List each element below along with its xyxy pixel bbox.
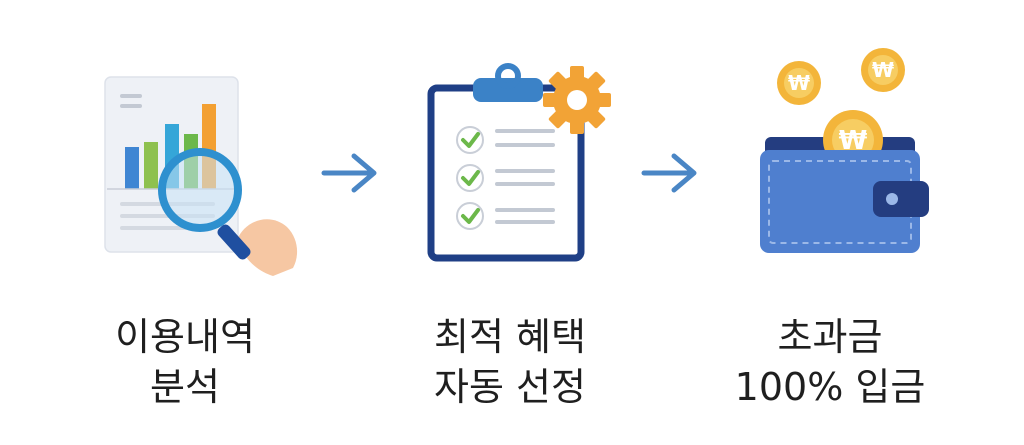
step-caption-line1: 초과금 [777, 315, 883, 359]
step-caption-line2: 100% 입금 [734, 365, 926, 409]
arrow-right-icon [320, 148, 380, 198]
coin-currency-symbol: ₩ [872, 58, 894, 82]
step-caption-line2: 분석 [150, 365, 220, 409]
step-caption-line2: 자동 선정 [434, 365, 586, 409]
coin-currency-symbol: ₩ [788, 71, 810, 95]
clipboard-gear-checklist-icon [425, 62, 625, 267]
step-caption-selection: 최적 혜택 자동 선정 [360, 312, 660, 412]
arrow-right-icon [640, 148, 700, 198]
step-caption-line1: 이용내역 [115, 315, 255, 359]
report-magnifier-icon [95, 72, 315, 282]
wallet-coins-icon: ₩ ₩ ₩ [755, 45, 935, 260]
step-caption-analysis: 이용내역 분석 [35, 312, 335, 412]
step-caption-deposit: 초과금 100% 입금 [680, 312, 980, 412]
step-caption-line1: 최적 혜택 [434, 315, 586, 359]
